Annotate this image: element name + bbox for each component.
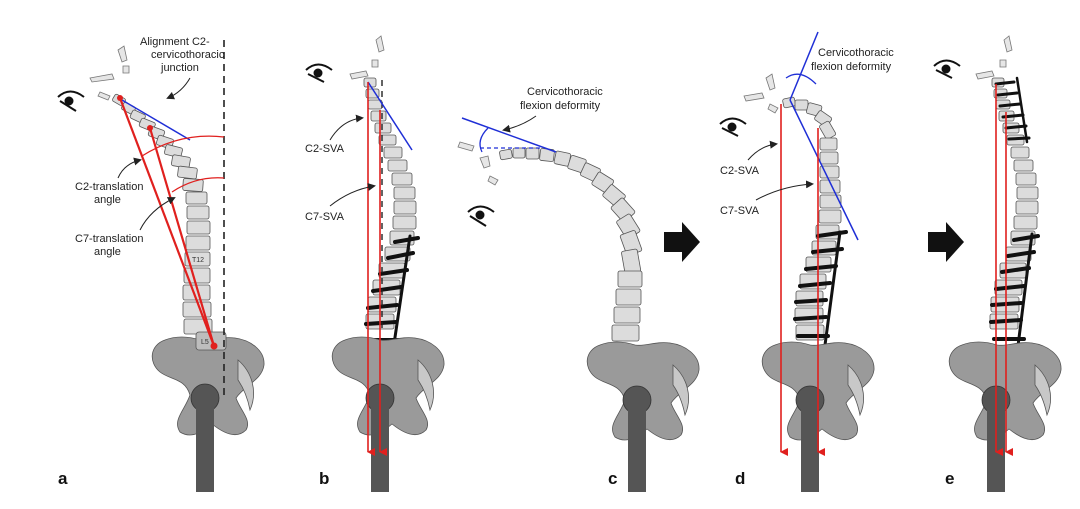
arrow-right-icon [664,222,700,262]
c7-point [147,125,153,131]
c2-sva-pointer [747,140,778,161]
c7-sva-pointer [755,180,814,201]
c7-sva-label: C7-SVA [305,211,345,223]
skull-fragments [975,35,1013,80]
c2-sva-label: C2-SVA [720,165,760,177]
t12-vertebra [184,251,211,267]
eye-icon [467,205,495,227]
ct-deformity-label-1: Cervicothoracic [527,86,603,98]
eye-icon [719,117,747,137]
panel-d: Cervicothoracic flexion deformity C2-SVA… [719,31,894,492]
femur [795,385,825,492]
alignment-label-3: junction [160,62,199,74]
c2-ct-alignment-line [121,99,191,141]
skull-fragments [457,141,499,186]
s1-point [210,342,218,350]
pedicle-screw-construct [793,230,848,347]
ct-deformity-label-1: Cervicothoracic [818,47,894,59]
l5-label: L5 [201,339,209,346]
ct-deformity-line [461,117,557,153]
panel-c: Cervicothoracic flexion deformity c [457,86,700,492]
panel-letter-b: b [319,469,329,488]
c2-point [117,95,123,101]
panel-letter-d: d [735,469,745,488]
ct-alignment-line [789,99,859,241]
spine-column [782,96,842,341]
ct-deformity-arc [785,73,817,85]
ct-deformity-line [789,31,819,101]
t12-label: T12 [192,257,204,264]
panel-letter-c: c [608,469,617,488]
ct-deformity-pointer [502,115,537,133]
eye-icon [933,59,961,79]
c7-translation-line [148,127,216,347]
panel-letter-a: a [58,469,68,488]
ct-deformity-label-2: flexion deformity [811,61,892,73]
c2-angle-label-2: angle [94,194,121,206]
c7-sva-pointer [329,183,376,207]
panel-e: e [933,35,1062,492]
panel-a: T12 L5 Alignment C2- cervicothoracic jun… [57,36,265,492]
panel-b: C2-SVA C7-SVA b [305,35,445,492]
pelvis [331,336,445,436]
arrow-right-icon [928,222,964,262]
c2-sva-label: C2-SVA [305,143,345,155]
c7-sva-label: C7-SVA [720,205,760,217]
c7-angle-label-2: angle [94,246,121,258]
spine-column [112,93,213,335]
femur [622,385,652,492]
skull-fragments [89,45,130,101]
eye-icon [305,63,333,83]
c2-angle-label-1: C2-translation [75,181,143,193]
ct-deformity-arc [479,127,489,153]
c2-ct-alignment-line [367,81,413,151]
c2-translation-line [118,97,216,347]
c7-angle-label-1: C7-translation [75,233,143,245]
skull-fragments [349,35,385,80]
c2-sva-pointer [329,114,364,141]
skull-fragments [743,73,779,114]
c2-angle-pointer [117,157,142,179]
alignment-pointer [166,77,191,100]
spine-column [499,147,643,342]
c2-angle-arc [141,135,225,157]
c7-angle-arc [171,177,225,193]
femur [190,383,220,492]
eye-icon [57,90,85,112]
panel-letter-e: e [945,469,954,488]
pedicle-screw-construct [364,234,420,346]
alignment-label-2: cervicothoracic [151,49,225,61]
c7-angle-pointer [139,197,176,231]
ct-deformity-label-2: flexion deformity [520,100,601,112]
alignment-label-1: Alignment C2- [140,36,210,48]
